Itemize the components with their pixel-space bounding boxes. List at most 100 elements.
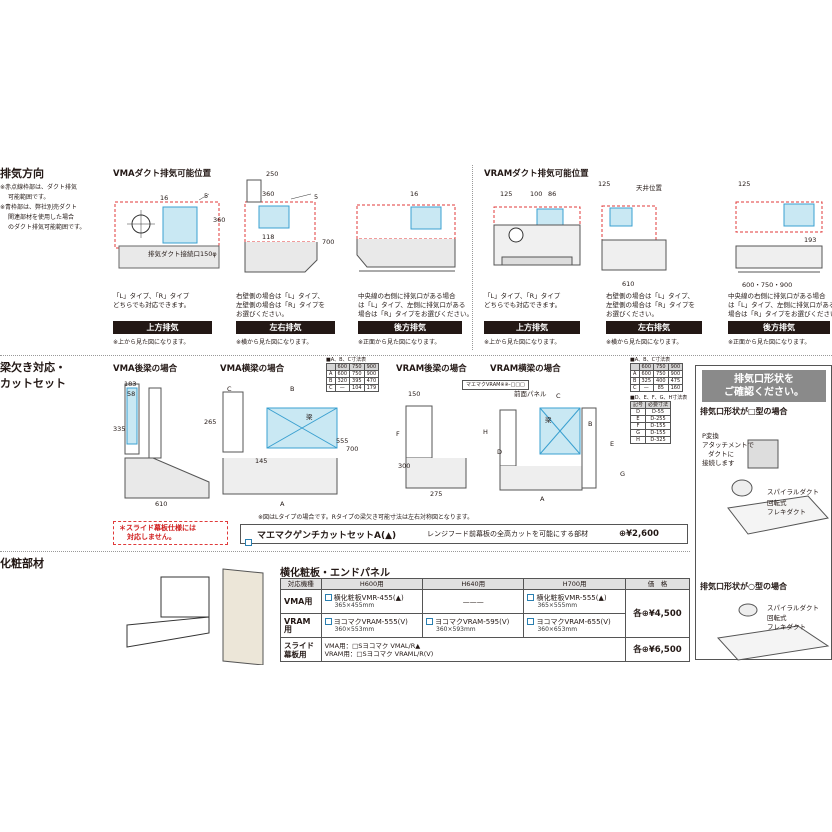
slide-vma[interactable]: VMA用：□Sヨコマク VMAL/R▲ (324, 641, 421, 650)
dim-A-vram: A (540, 495, 545, 503)
vma-side-beam-diagram (222, 391, 338, 495)
attach-1: アタッチメントで (702, 441, 754, 449)
vram-cap1b: どちらでも対応できます。 (484, 301, 562, 309)
price-2: 各⊕¥6,500 (624, 637, 691, 662)
abc2-cell: 600 (638, 370, 655, 378)
vma-side-title: VMA横梁の場合 (220, 364, 285, 374)
vma-dim-700: 700 (322, 238, 335, 246)
dim-A-vma: A (280, 500, 285, 508)
beam-label-vram: 梁 (545, 416, 552, 424)
vram-duct-title: VRAMダクト排気可能位置 (484, 169, 589, 179)
slide-label-1: スライド (284, 640, 314, 650)
vram-dim-125c: 125 (738, 180, 751, 188)
vram-back-title: VRAM後梁の場合 (396, 364, 467, 374)
vma-duct-title: VMAダクト排気可能位置 (113, 169, 212, 179)
abc-h2: 750 (349, 363, 365, 371)
defgh-h: 必要寸法 (645, 401, 672, 409)
abc2-cell: 160 (667, 384, 684, 392)
dim-D: D (497, 448, 503, 456)
abc2-cell: — (638, 384, 655, 392)
vram-tag-back: 後方排気 (728, 321, 830, 334)
beam-label-vma: 梁 (306, 413, 313, 421)
slide-vram[interactable]: VRAM用：□Sヨコマク VRAML/R(V) (324, 649, 434, 658)
vma-front-view-diagram (356, 204, 456, 272)
abc2-cell: 85 (653, 384, 669, 392)
abc2-cell: 400 (653, 377, 669, 385)
vram-h700-cell[interactable]: ヨコマクVRAM-655(V)360×653mm (523, 613, 626, 638)
vma-view-front: ※正面から見た図になります。 (358, 339, 441, 346)
defgh-cell: D-155 (645, 422, 672, 430)
vram-h640-name: ヨコマクVRAM-595(V) (435, 617, 510, 626)
vma-h700-name: 横化粧板VMR-555(▲) (536, 593, 607, 602)
vram-view-up: ※上から見た図になります。 (484, 339, 561, 346)
defgh-table-title: ■D、E、F、G、H寸法表 (630, 395, 688, 401)
vma-tag-up: 上方排気 (113, 321, 212, 334)
vram-top-view-diagram (493, 206, 581, 266)
cutset-checkbox[interactable] (245, 530, 254, 549)
vram-cap1a: 「L」タイプ、「R」タイプ (484, 292, 561, 300)
vma-h700-size: 365×555mm (537, 601, 578, 609)
vram-h600-cell[interactable]: ヨコマクVRAM-555(V)360×553mm (320, 613, 424, 638)
vram-cap3b: は「L」タイプ、左側に排気口がある (728, 301, 832, 309)
abc-cell: 179 (363, 384, 380, 392)
dim-B-vma: B (290, 385, 295, 393)
vma-view-side: ※横から見た図になります。 (236, 339, 313, 346)
hd-model: 対応機種 (280, 578, 322, 590)
abc-cell: 900 (363, 370, 380, 378)
abc2-h: 750 (653, 363, 669, 371)
vram-h640-cell[interactable]: ヨコマクVRAM-595(V)360×593mm (422, 613, 525, 638)
dim-B-vram: B (588, 420, 593, 428)
vma-row-label: VMA用 (280, 589, 322, 614)
vma-back-title: VMA後梁の場合 (113, 364, 178, 374)
section-title-beam-1: 梁欠き対応・ (0, 361, 66, 374)
dim-555: 555 (336, 437, 349, 445)
vram-cap2a: 右壁側の場合は「L」タイプ、 (606, 292, 694, 300)
abc2-cell: C (630, 384, 640, 392)
dim-700: 700 (346, 445, 359, 453)
vma-cap2a: 右壁側の場合は「L」タイプ、 (236, 292, 324, 300)
dim-265: 265 (204, 418, 217, 426)
vma-cap3b: は「L」タイプ、左側に排気口がある (358, 301, 466, 309)
cutset-name: マエマクゲンチカットセットA(▲) (257, 531, 397, 541)
vram-side-view-diagram (601, 205, 667, 271)
vma-dim-5: 5 (204, 192, 209, 200)
vram-dim-100: 100 (530, 190, 543, 198)
decor-table-title: 横化粧板・エンドパネル (280, 568, 390, 579)
vma-dim-360b: 360 (262, 190, 275, 198)
abc-cell: 600 (334, 370, 351, 378)
flexi-2: フレキダクト (767, 623, 806, 631)
vma-h700-cell[interactable]: 横化粧板VMR-555(▲)365×555mm (523, 589, 626, 614)
section-title-decor: 化粧部材 (0, 557, 44, 570)
dim-C-vram: C (556, 392, 561, 400)
slide-warning-1: ＊スライド幕板仕様には (119, 524, 196, 532)
note-red-b: 可能範囲です。 (8, 194, 50, 201)
dim-E: E (610, 440, 615, 448)
cutset-price: ⊕¥2,600 (619, 529, 659, 539)
kaiten-2: 回転式 (767, 614, 787, 622)
cutset-desc: レンジフード前幕板の全高カットを可能にする部材 (427, 530, 589, 538)
abc-table2-title: ■A、B、C寸法表 (630, 357, 671, 363)
abc-table-title: ■A、B、C寸法表 (326, 357, 367, 363)
vram-tag-up: 上方排気 (484, 321, 580, 334)
vma-side-view-diagram (244, 179, 318, 273)
vma-h600-cell[interactable]: 横化粧板VMR-455(▲)365×455mm (320, 589, 424, 614)
round-duct-diagram (717, 603, 830, 661)
section-title-beam-2: カットセット (0, 377, 66, 390)
slide-row-label: スライド 幕板用 (280, 637, 322, 662)
vma-dim-5b: 5 (314, 193, 319, 201)
exhaust-shape-header: 排気口形状を ご確認ください。 (702, 370, 826, 402)
slide-label-2: 幕板用 (284, 649, 307, 659)
vram-dim-125: 125 (500, 190, 513, 198)
hd-h700: H700用 (523, 578, 626, 590)
vram-dim-610: 610 (622, 280, 635, 288)
defgh-cell: E (629, 415, 647, 423)
slide-row-content: VMA用：□Sヨコマク VMAL/R▲ VRAM用：□Sヨコマク VRAML/R… (320, 637, 626, 662)
note-red: ※赤点線枠部は、ダクト排気 (0, 184, 78, 191)
vma-view-up: ※上から見た図になります。 (113, 339, 190, 346)
vram-cap2c: お選びください。 (606, 310, 658, 318)
exhaust-shape-title2: ご確認ください。 (724, 387, 804, 398)
decor-table: 対応機種 H600用 H640用 H700用 価 格 VMA用 横化粧板VMR-… (280, 578, 691, 662)
